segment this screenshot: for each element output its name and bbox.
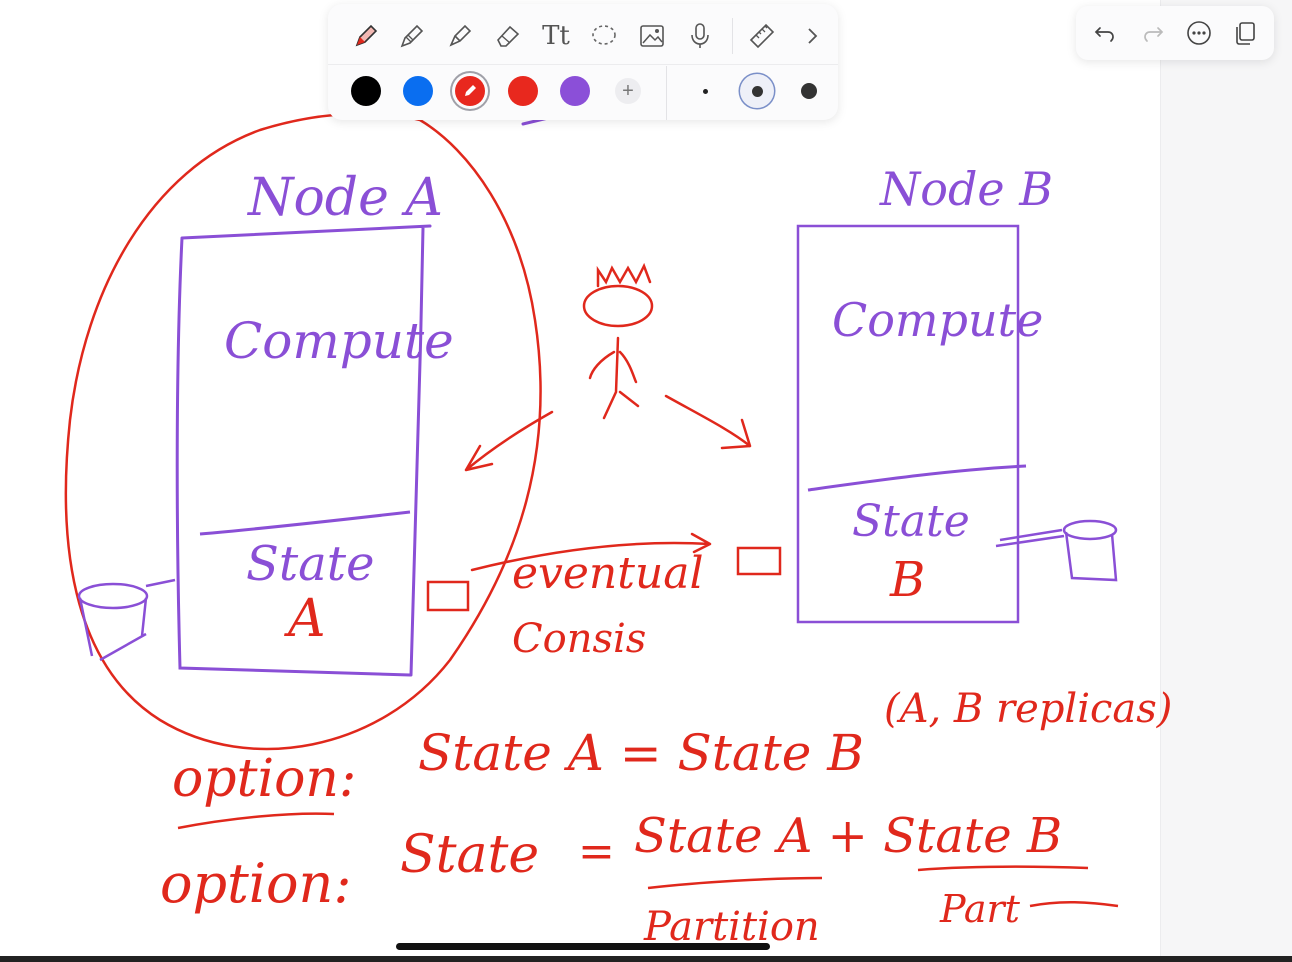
highlighter-icon[interactable]	[440, 16, 480, 56]
color-swatch-blue[interactable]	[403, 76, 433, 106]
stroke-size-small[interactable]	[688, 74, 722, 108]
image-icon[interactable]	[632, 16, 672, 56]
page-edge	[1160, 0, 1292, 962]
pencil-icon[interactable]	[392, 16, 432, 56]
ruler-icon[interactable]	[742, 16, 782, 56]
undo-icon[interactable]	[1090, 18, 1120, 48]
arrow-to-node-a	[464, 410, 554, 472]
option2-under-a: Partition	[643, 904, 820, 950]
bottom-strip	[0, 956, 1292, 962]
option2-label: option:	[160, 852, 352, 915]
option2-underline-b	[917, 865, 1089, 872]
option2-dash	[1029, 901, 1119, 908]
top-right-controls	[1076, 6, 1274, 60]
chevron-right-icon[interactable]	[792, 16, 832, 56]
consis-text: Consis	[512, 616, 646, 662]
redo-icon[interactable]	[1138, 18, 1168, 48]
node-b-state-1: State	[852, 496, 970, 547]
arrow-to-node-b	[664, 394, 752, 450]
sync-link	[426, 532, 782, 612]
node-a-title: Node A	[246, 168, 443, 228]
color-swatch-red-selected[interactable]	[455, 76, 485, 106]
pen-selected-icon	[465, 85, 476, 96]
stroke-size-large[interactable]	[792, 74, 826, 108]
node-a-circle	[64, 112, 542, 751]
text-tool-icon[interactable]: Tt	[542, 21, 570, 51]
color-swatch-black[interactable]	[351, 76, 381, 106]
option2-rhs: State A + State B	[634, 808, 1062, 864]
node-b-title: Node B	[879, 162, 1053, 216]
node-a-box	[175, 224, 432, 677]
home-indicator[interactable]	[396, 943, 770, 950]
eraser-icon[interactable]	[488, 16, 528, 56]
node-b-compute: Compute	[832, 293, 1043, 347]
option1-underline	[177, 812, 335, 830]
node-a-divider	[199, 510, 411, 536]
database-b-icon	[995, 519, 1118, 582]
option2-underline-a	[647, 876, 823, 890]
node-a-state-1: State	[246, 536, 374, 592]
database-a-icon	[77, 578, 176, 662]
eventual-text: eventual	[512, 548, 704, 599]
color-swatch-red[interactable]	[508, 76, 538, 106]
node-b-divider	[807, 464, 1027, 492]
lasso-icon[interactable]	[584, 16, 624, 56]
more-icon[interactable]	[1184, 18, 1214, 48]
user-figure	[582, 262, 654, 420]
option2-eq: =	[578, 826, 615, 877]
pen-icon[interactable]	[346, 16, 386, 56]
node-b-box	[796, 224, 1020, 624]
pages-icon[interactable]	[1230, 18, 1260, 48]
drawing-toolbar: Tt +	[328, 4, 838, 120]
option2-lhs: State	[400, 825, 539, 885]
toolbar-divider	[732, 18, 733, 54]
node-a-state-2: A	[284, 589, 326, 649]
option2-under-b: Part	[939, 887, 1021, 931]
stroke-size-medium-selected[interactable]	[740, 74, 774, 108]
toolbar-divider-horizontal	[328, 64, 838, 65]
option1-note: (A, B replicas)	[884, 686, 1172, 732]
microphone-icon[interactable]	[680, 16, 720, 56]
add-color-button[interactable]: +	[615, 78, 641, 104]
option1-label: option:	[172, 749, 356, 809]
option1-formula: State A = State B	[418, 724, 864, 782]
node-b-state-2: B	[889, 552, 925, 608]
color-swatch-purple[interactable]	[560, 76, 590, 106]
node-a-compute: Compute	[224, 312, 454, 370]
toolbar-divider-vertical	[666, 66, 667, 120]
